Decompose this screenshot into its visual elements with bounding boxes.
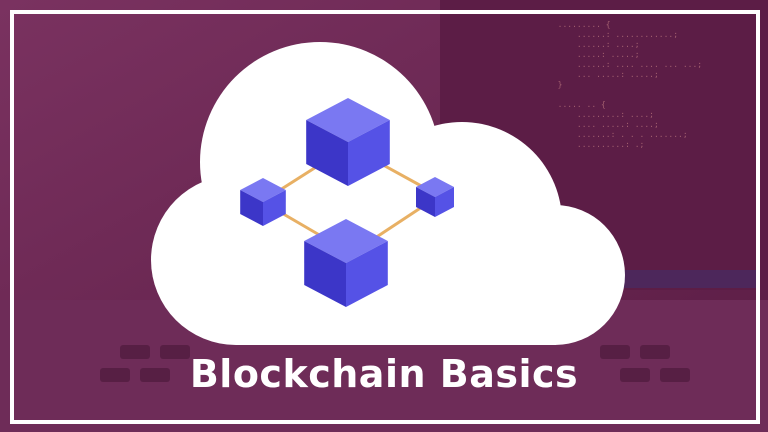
cube-top [306, 98, 390, 186]
page-title: Blockchain Basics [189, 352, 579, 396]
cube-bottom [304, 219, 388, 307]
cube-right [416, 177, 454, 217]
blockchain-cubes-icon [240, 98, 454, 307]
background-code-text: ......... { ......: ............; ......… [557, 20, 703, 149]
cube-left [240, 178, 286, 226]
